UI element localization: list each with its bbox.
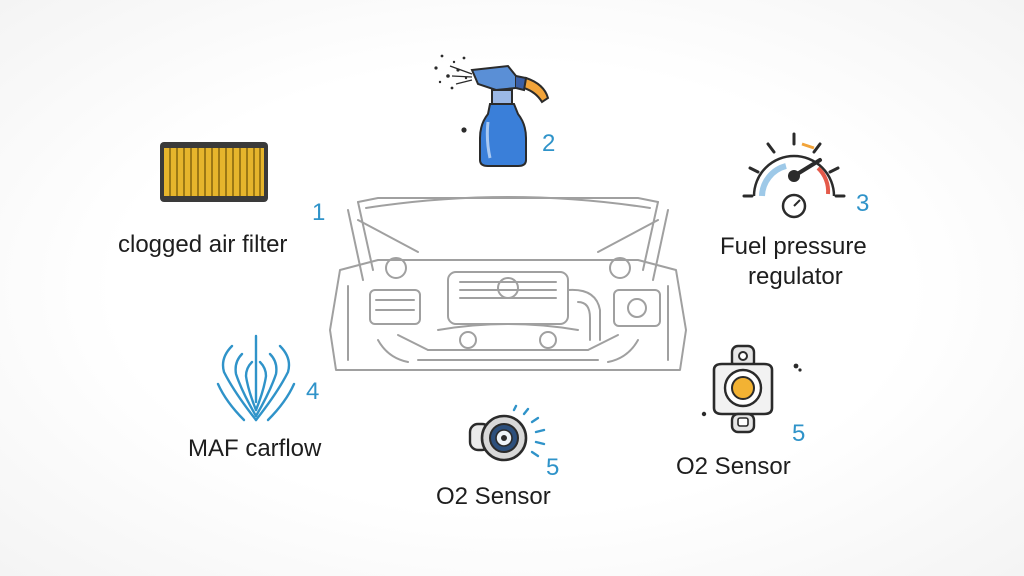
item-1-number: 1 (312, 199, 326, 226)
item-4-number: 4 (306, 378, 320, 405)
o2-sensor-icon (466, 404, 552, 470)
car-engine-bay-icon (318, 190, 698, 380)
item-2-number: 2 (542, 130, 556, 157)
item-3-number: 3 (856, 190, 870, 217)
item-5-label: O2 Sensor (436, 483, 551, 510)
item-3-label-line-2: regulator (748, 263, 843, 290)
item-5-number: 5 (546, 454, 560, 481)
air-filter-icon (158, 140, 270, 204)
item-6-number: 5 (792, 420, 806, 447)
item-3-label-line-1: Fuel pressure (720, 233, 867, 260)
item-6-label: O2 Sensor (676, 453, 791, 480)
item-4-label: MAF carflow (188, 435, 322, 462)
spray-bottle-icon (430, 48, 570, 168)
pressure-gauge-icon (736, 124, 852, 220)
o2-sensor-alt-icon (700, 344, 806, 436)
item-1-label: clogged air filter (118, 231, 288, 258)
airflow-waves-icon (214, 332, 298, 422)
